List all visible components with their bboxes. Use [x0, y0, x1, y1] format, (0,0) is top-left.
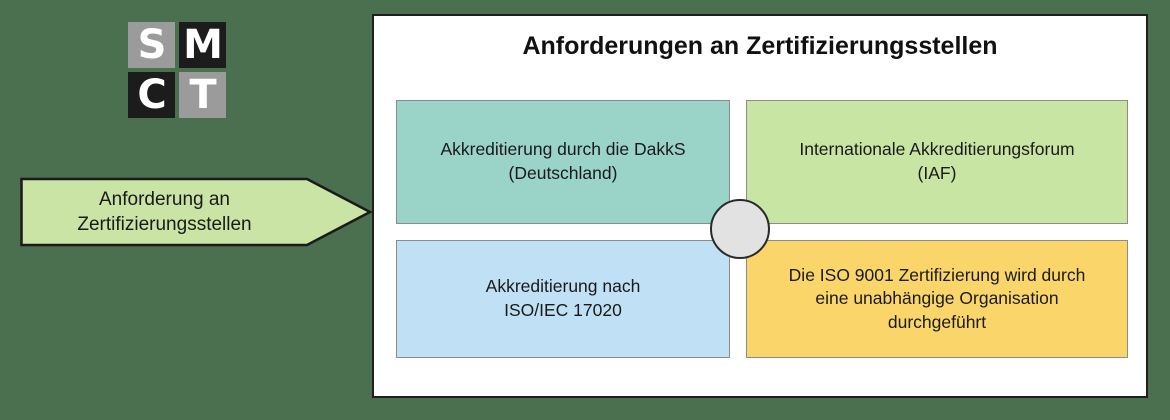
quadrant-top-right[interactable]: Internationale Akkreditierungsforum (IAF…	[746, 100, 1128, 224]
quadrant-bottom-right[interactable]: Die ISO 9001 Zertifizierung wird durch e…	[746, 240, 1128, 358]
quadrant-top-left[interactable]: Akkreditierung durch die DakkS (Deutschl…	[396, 100, 730, 224]
page-title: Anforderungen an Zertifizierungsstellen	[522, 32, 998, 60]
arrow-callout: Anforderung an Zertifizierungsstellen	[20, 177, 372, 247]
logo-cell-s: S	[128, 22, 175, 68]
logo-cell-m: M	[179, 22, 226, 68]
logo-letter-s: S	[137, 22, 167, 68]
logo-cell-c: C	[128, 72, 175, 118]
center-circle	[710, 199, 770, 259]
requirements-panel: Anforderungen an Zertifizierungsstellen …	[372, 14, 1148, 398]
smct-logo: S M C T	[128, 22, 226, 118]
arrow-shape-icon	[20, 177, 372, 247]
logo-cell-t: T	[179, 72, 226, 118]
logo-letter-c: C	[137, 72, 166, 118]
quadrant-bottom-left[interactable]: Akkreditierung nach ISO/IEC 17020	[396, 240, 730, 358]
quadrant-grid: Akkreditierung durch die DakkS (Deutschl…	[396, 100, 1128, 358]
logo-letter-m: M	[183, 22, 223, 68]
arrow-polygon	[20, 177, 372, 247]
logo-letter-t: T	[189, 72, 216, 118]
arrow-callout-label: Anforderung an Zertifizierungsstellen	[77, 188, 252, 235]
